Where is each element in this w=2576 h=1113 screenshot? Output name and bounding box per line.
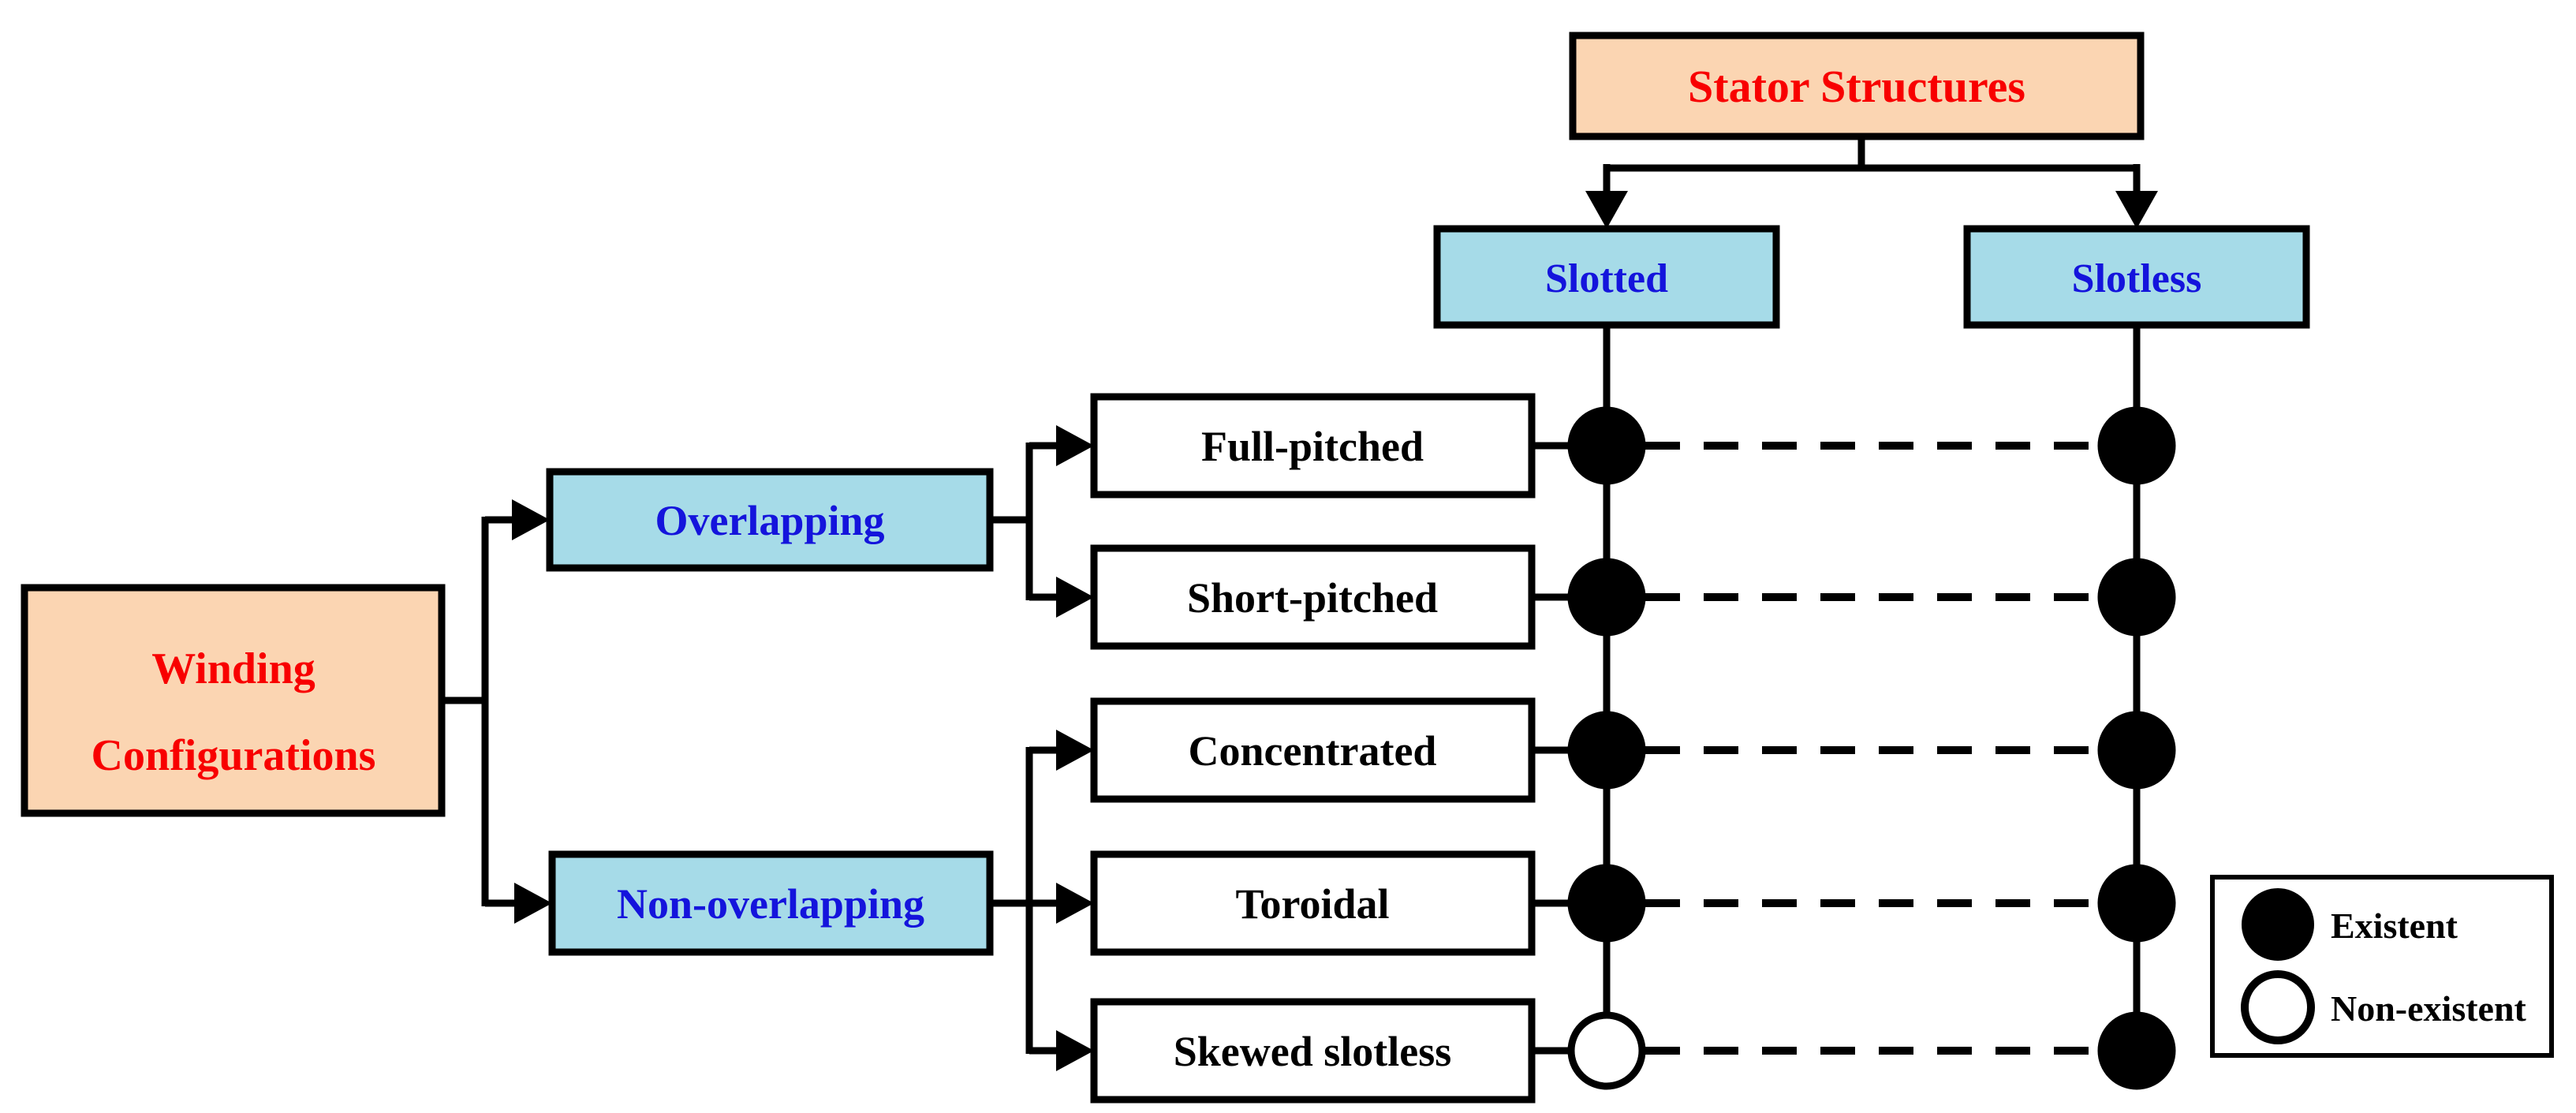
slotless-label: Slotless (2072, 256, 2202, 301)
node-full-pitched: Full-pitched (1090, 393, 1536, 499)
arrowhead-to-concentrated (1056, 730, 1094, 771)
legend: Existent Non-existent (2210, 875, 2554, 1058)
toroidal-label: Toroidal (1235, 880, 1389, 928)
non-overlapping-box (548, 850, 994, 956)
stator-box (1569, 32, 2145, 140)
arrowhead-to-shortpitched (1056, 577, 1094, 618)
non-overlapping-label: Non-overlapping (617, 880, 924, 928)
legend-non-existent-label: Non-existent (2331, 988, 2527, 1029)
nonoverlapping-bracket (990, 746, 1058, 1055)
node-toroidal: Toroidal (1090, 850, 1536, 956)
node-short-pitched: Short-pitched (1090, 544, 1536, 650)
arrowhead-to-slotted (1585, 191, 1628, 229)
node-non-overlapping: Non-overlapping (548, 850, 994, 956)
skewed-slotless-box (1090, 998, 1536, 1104)
node-slotted: Slotted (1433, 225, 1780, 329)
slotted-box (1433, 225, 1780, 329)
concentrated-label: Concentrated (1189, 727, 1437, 775)
stator-tree-connectors (1603, 136, 2141, 196)
winding-label-line2: Configurations (91, 731, 376, 780)
legend-existent-label: Existent (2331, 906, 2458, 946)
dot-shortpitched-slotted (1567, 558, 1646, 637)
legend-non-existent-swatch (2241, 970, 2315, 1044)
node-overlapping: Overlapping (546, 468, 994, 572)
slotless-box (1963, 225, 2310, 329)
arrowhead-to-nonoverlapping (514, 883, 552, 924)
existence-dots (1567, 406, 2176, 1090)
node-winding-configurations: Winding Configurations (21, 584, 446, 817)
arrowhead-to-overlapping (512, 499, 550, 540)
arrowhead-to-skewed (1056, 1030, 1094, 1071)
full-pitched-label: Full-pitched (1201, 423, 1424, 470)
legend-existent-swatch (2242, 888, 2314, 961)
winding-tree-connectors (442, 516, 517, 907)
dot-toroidal-slotless (2097, 864, 2176, 943)
node-stator-structures: Stator Structures (1569, 32, 2145, 140)
concentrated-box (1090, 697, 1536, 803)
overlapping-label: Overlapping (655, 497, 884, 544)
dot-fullpitched-slotless (2097, 406, 2176, 485)
slotted-label: Slotted (1545, 256, 1668, 301)
overlapping-bracket (990, 442, 1058, 601)
dot-concentrated-slotless (2097, 711, 2176, 790)
winding-box (21, 584, 446, 817)
arrowhead-to-slotless (2115, 191, 2158, 229)
dot-skewed-slotless (2097, 1011, 2176, 1090)
dot-toroidal-slotted (1567, 864, 1646, 943)
short-pitched-box (1090, 544, 1536, 650)
dashed-links (1645, 442, 2100, 1055)
dot-shortpitched-slotless (2097, 558, 2176, 637)
short-pitched-label: Short-pitched (1187, 574, 1438, 622)
skewed-slotless-label: Skewed slotless (1174, 1028, 1452, 1075)
node-skewed-slotless: Skewed slotless (1090, 998, 1536, 1104)
arrowhead-to-fullpitched (1056, 425, 1094, 466)
overlapping-box (546, 468, 994, 572)
dot-skewed-slotted (1567, 1011, 1646, 1090)
dot-fullpitched-slotted (1567, 406, 1646, 485)
winding-label-line1: Winding (151, 644, 315, 693)
node-slotless: Slotless (1963, 225, 2310, 329)
toroidal-box (1090, 850, 1536, 956)
arrowhead-to-toroidal (1056, 883, 1094, 924)
stator-label: Stator Structures (1688, 61, 2025, 112)
full-pitched-box (1090, 393, 1536, 499)
leaf-dot-stubs (1532, 442, 1573, 1055)
node-concentrated: Concentrated (1090, 697, 1536, 803)
dot-concentrated-slotted (1567, 711, 1646, 790)
